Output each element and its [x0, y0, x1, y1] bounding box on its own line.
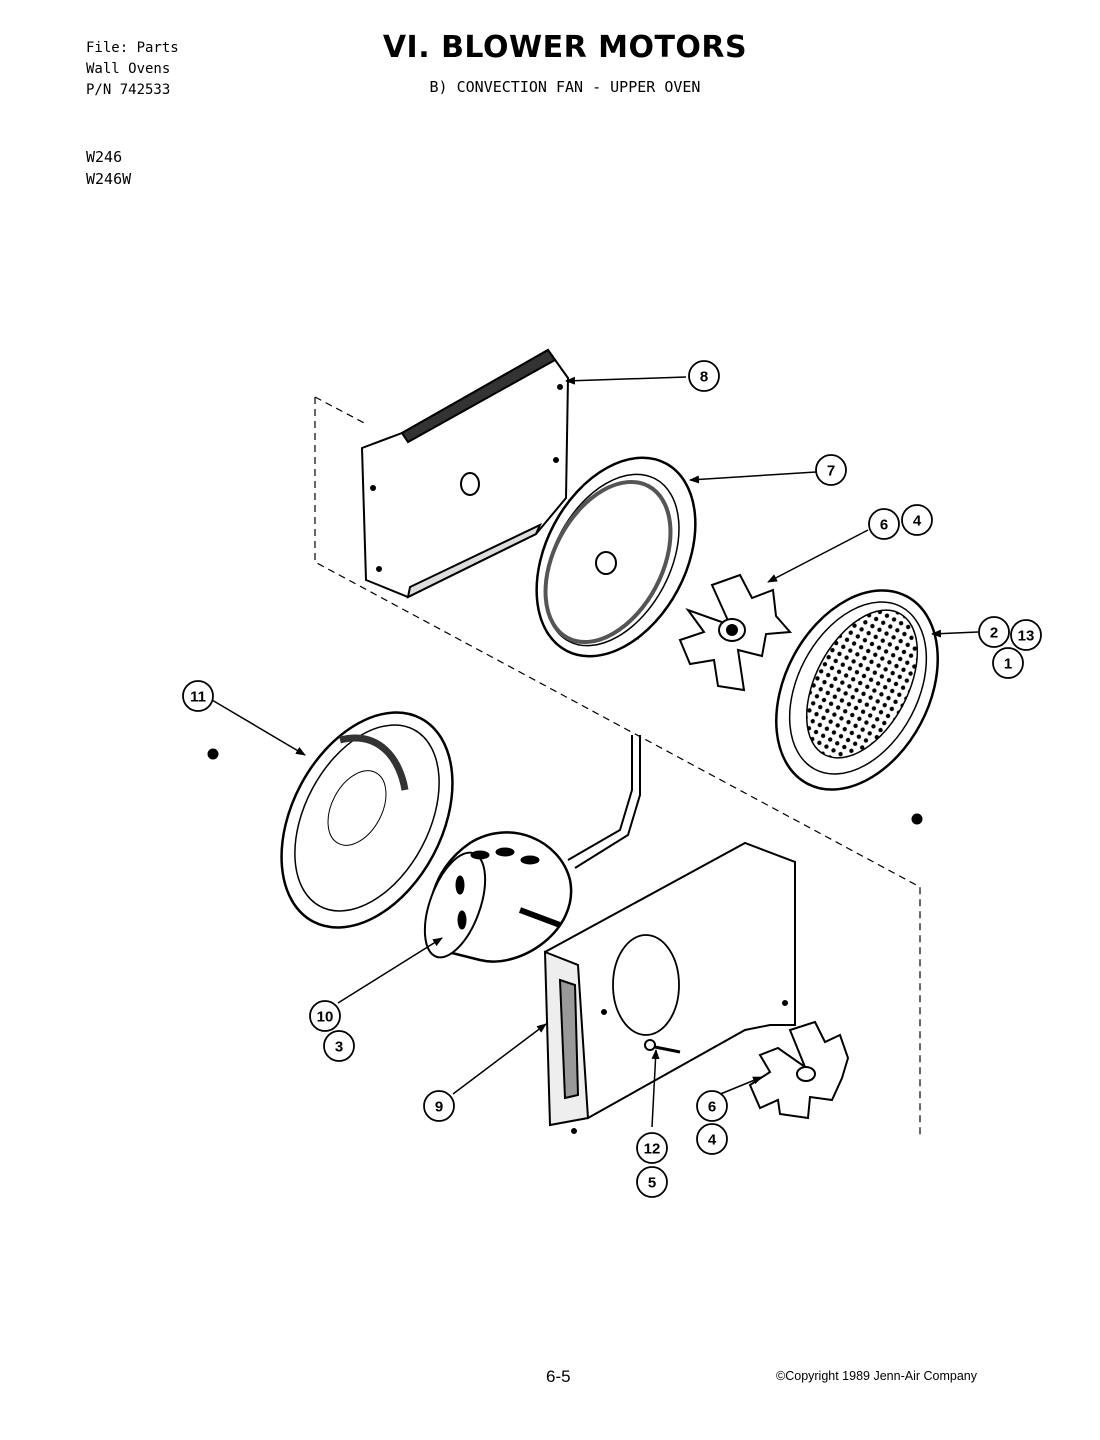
callout-5: 5	[636, 1166, 668, 1198]
callout-6-upper: 6	[868, 508, 900, 540]
svg-text:3: 3	[335, 1039, 343, 1056]
callout-1: 1	[992, 647, 1024, 679]
callout-2: 2	[978, 616, 1010, 648]
callout-8: 8	[688, 360, 720, 392]
callout-9: 9	[423, 1090, 455, 1122]
model-2: W246W	[86, 170, 132, 188]
svg-text:12: 12	[644, 1141, 661, 1158]
motor-shroud	[207, 711, 454, 929]
svg-text:8: 8	[700, 369, 708, 386]
rear-baffle-plate	[360, 348, 570, 599]
page-subtitle-text: B) CONVECTION FAN - UPPER OVEN	[429, 78, 701, 96]
callout-12: 12	[636, 1132, 668, 1164]
svg-text:7: 7	[827, 463, 835, 480]
callout-11: 11	[182, 680, 214, 712]
svg-text:5: 5	[648, 1175, 656, 1192]
callout-4-lower: 4	[696, 1123, 728, 1155]
fan-housing	[535, 456, 697, 658]
callouts: 8 7 6 4 2 13 1 11 10 3 9 12 5 6 4	[182, 360, 1042, 1198]
page-number: 6-5	[546, 1367, 571, 1386]
callout-6-lower: 6	[696, 1090, 728, 1122]
page-title-text: VI. BLOWER MOTORS	[382, 30, 748, 65]
file-line-1: File: Parts	[86, 40, 179, 56]
motor-bracket	[543, 841, 796, 1134]
part-number: P/N 742533	[86, 82, 171, 98]
svg-text:1: 1	[1004, 656, 1012, 673]
upper-fan-blade	[678, 573, 793, 692]
svg-text:6: 6	[708, 1099, 716, 1116]
blower-motor	[423, 735, 641, 963]
file-line-2: Wall Ovens	[86, 61, 171, 77]
callout-10: 10	[309, 1000, 341, 1032]
callout-7: 7	[815, 454, 847, 486]
svg-text:13: 13	[1018, 628, 1035, 645]
callout-3: 3	[323, 1030, 355, 1062]
callout-13: 13	[1010, 619, 1042, 651]
svg-text:10: 10	[317, 1009, 334, 1026]
svg-text:4: 4	[708, 1132, 717, 1149]
model-1: W246	[86, 148, 123, 166]
page-subtitle: B) CONVECTION FAN - UPPER OVEN	[0, 78, 1100, 96]
copyright-notice: ©Copyright 1989 Jenn-Air Company	[776, 1369, 977, 1383]
svg-text:11: 11	[190, 689, 206, 706]
svg-text:2: 2	[990, 625, 998, 642]
callout-4-upper: 4	[901, 504, 933, 536]
svg-text:6: 6	[880, 517, 888, 534]
fan-cover	[775, 589, 939, 825]
lower-fan-blade	[748, 1020, 850, 1120]
leader-lines	[211, 376, 979, 1128]
page-title: VI. BLOWER MOTORS	[0, 30, 1100, 65]
svg-text:9: 9	[435, 1099, 443, 1116]
svg-text:4: 4	[913, 513, 922, 530]
